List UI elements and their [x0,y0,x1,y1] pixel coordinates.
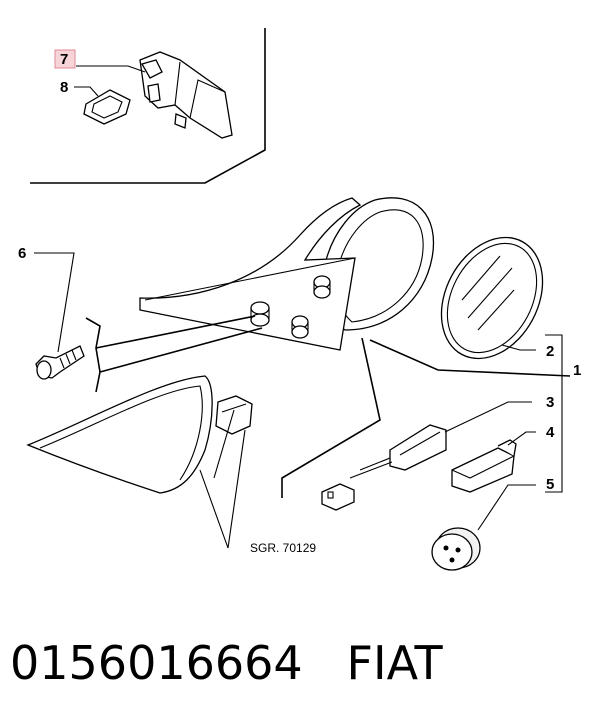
lower-cover-shell-drawing [26,375,213,494]
callout-7-label: 7 [60,51,68,68]
callout-1-label: 1 [573,362,581,379]
callout-8: 8 [60,79,99,97]
callout-6-label: 6 [18,245,26,262]
callout-8-label: 8 [60,79,68,96]
callout-3-label: 3 [546,394,554,411]
mount-boss-middle [250,301,270,327]
brand-text: FIAT [346,636,443,690]
callout-2-label: 2 [546,343,554,360]
part-7-adjuster-drawing [139,51,233,139]
inset-frame [30,28,266,184]
part-3-wiring-harness-drawing [321,424,447,511]
drawing-reference-label: SGR. 70129 [250,541,316,555]
exploded-parts-diagram: 7 8 [18,28,581,571]
callout-4-label: 4 [546,424,555,441]
mount-boss-top [313,275,331,299]
footer-caption: 0156016664 FIAT [10,628,590,698]
part-2-mirror-glass-drawing [440,236,544,360]
part-number-text: 0156016664 [10,636,303,690]
callout-7-highlight [54,49,76,69]
assembly-lines [85,315,571,549]
part-4-bracket-drawing [451,439,517,493]
callout-leaders [34,252,563,531]
cover-clip-drawing [215,395,253,435]
part-1-mirror-housing-drawing [139,197,435,351]
callout-7: 7 [54,49,146,73]
callout-5-label: 5 [546,476,554,493]
part-5-round-cap-drawing [431,527,481,571]
part-6-screw-drawing [35,345,85,380]
part-8-cap-drawing [83,89,131,125]
mount-boss-bottom [291,315,309,339]
